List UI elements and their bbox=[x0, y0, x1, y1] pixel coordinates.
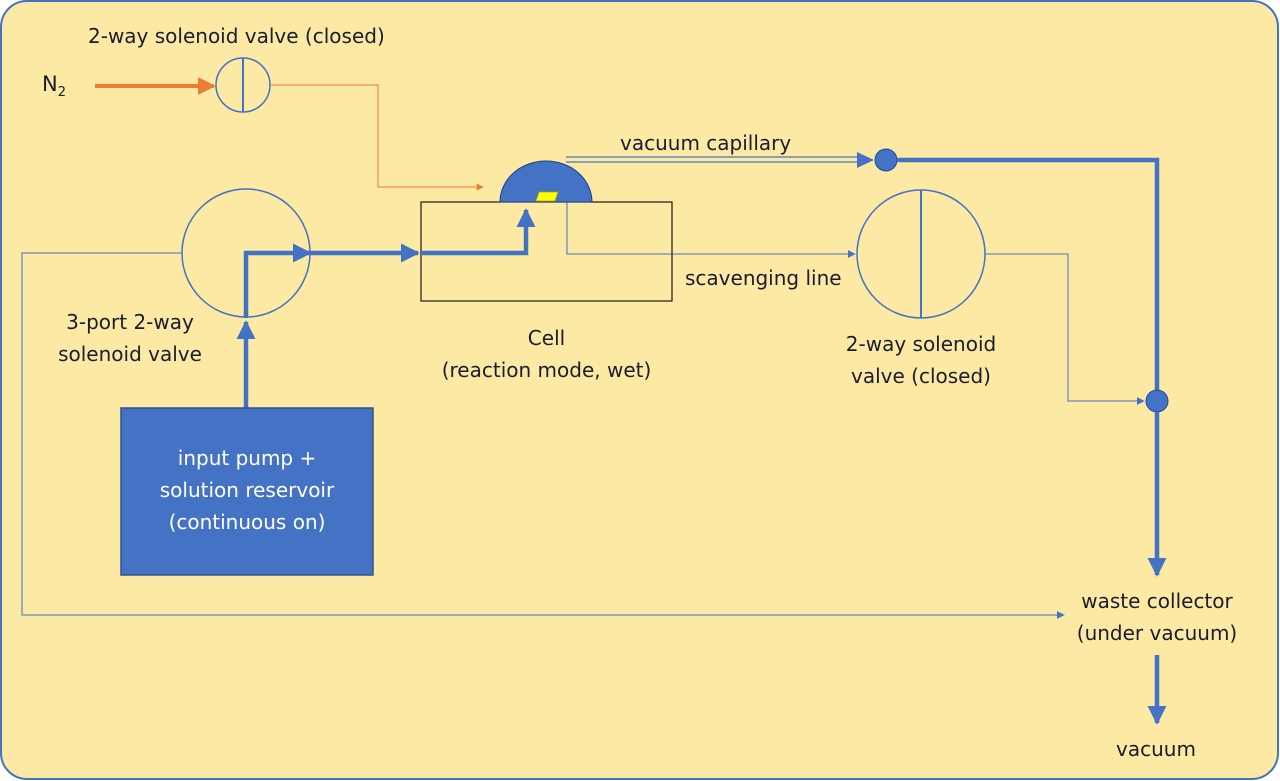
waste-collector-label-line2: (under vacuum) bbox=[1076, 621, 1238, 645]
three-port-valve-label-line1: 3-port 2-way bbox=[66, 310, 194, 334]
capillary-return-line bbox=[897, 157, 1160, 390]
top-valve-label: 2-way solenoid valve (closed) bbox=[88, 24, 385, 48]
sample-chip bbox=[535, 191, 559, 202]
scavenging-line bbox=[566, 196, 856, 258]
scavenging-line-label: scavenging line bbox=[685, 266, 842, 290]
n2-feed-line bbox=[270, 84, 484, 191]
pump-label-line3: (continuous on) bbox=[168, 510, 326, 534]
waste-junction-node bbox=[1145, 389, 1169, 413]
three-port-valve-label-line2: solenoid valve bbox=[58, 342, 202, 366]
n2-label-subscript: 2 bbox=[57, 85, 66, 101]
right-valve-label-line1: 2-way solenoid bbox=[845, 332, 997, 356]
cell-inlet-path bbox=[421, 208, 536, 256]
vacuum-capillary-label: vacuum capillary bbox=[620, 131, 792, 155]
pump-reservoir-block bbox=[120, 407, 374, 576]
n2-label: N2 bbox=[42, 72, 66, 100]
pump-label-line1: input pump + bbox=[177, 446, 317, 470]
cell-label-line1: Cell bbox=[527, 326, 566, 350]
valve-to-waste-line bbox=[985, 253, 1145, 405]
valve-internal-path bbox=[243, 243, 312, 318]
cell-dome bbox=[499, 160, 593, 203]
pump-label-line2: solution reservoir bbox=[159, 478, 335, 502]
n2-label-main: N bbox=[42, 72, 58, 96]
right-valve-label-line2: valve (closed) bbox=[851, 364, 991, 388]
bypass-line bbox=[21, 252, 1065, 619]
capillary-junction-node bbox=[874, 148, 898, 172]
cell-label-line2: (reaction mode, wet) bbox=[441, 358, 652, 382]
vacuum-capillary-arrowhead bbox=[857, 152, 874, 168]
pump-reservoir-label: input pump + solution reservoir (continu… bbox=[121, 442, 373, 538]
waste-collector-label-line1: waste collector bbox=[1081, 589, 1233, 613]
vacuum-label: vacuum bbox=[1116, 737, 1196, 761]
